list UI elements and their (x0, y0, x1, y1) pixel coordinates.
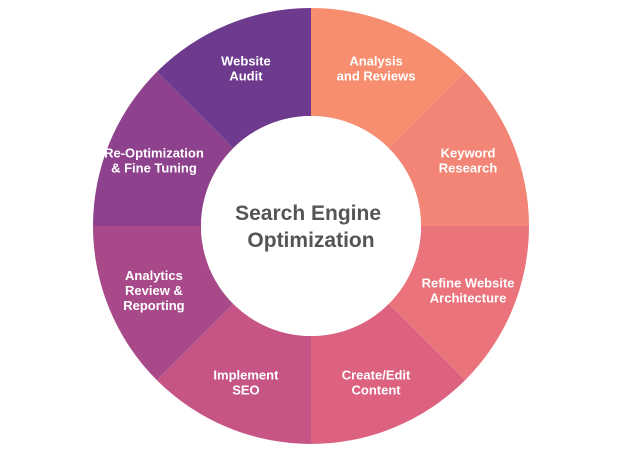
segment-label-1-line-1: Analysis (349, 53, 402, 68)
ring-segment-8 (156, 8, 311, 149)
segment-label-2-line-1: Keyword (441, 145, 496, 160)
segment-label-7-line-1: Re-Optimization (104, 145, 204, 160)
ring-segment-5 (156, 303, 311, 444)
center-title: Search Engine Optimization (235, 202, 387, 252)
segment-label-4-line-1: Create/Edit (342, 368, 411, 383)
ring-segment-7 (93, 71, 234, 226)
segment-label-5-line-1: Implement (213, 368, 279, 383)
segment-label-8-line-2: Audit (229, 68, 263, 83)
ring-segment-1 (311, 8, 466, 149)
segment-label-8-line-1: Website (221, 53, 271, 68)
segment-label-6-line-1: Analytics (125, 268, 183, 283)
segment-label-6-line-2: Review & (125, 283, 183, 298)
center-title-line-2: Optimization (247, 229, 374, 252)
segment-label-7: Re-Optimization& Fine Tuning (104, 145, 204, 175)
center-title-line-1: Search Engine (235, 202, 381, 225)
segment-label-5-line-2: SEO (232, 383, 259, 398)
segment-label-3-line-1: Refine Website (422, 276, 515, 291)
ring-segment-2 (388, 71, 529, 226)
segment-label-3-line-2: Architecture (430, 291, 507, 306)
center-circle (201, 116, 421, 336)
ring-segment-3 (388, 226, 529, 381)
segment-label-7-line-2: & Fine Tuning (111, 160, 197, 175)
segment-label-4-line-2: Content (352, 383, 402, 398)
segment-label-1-line-2: and Reviews (337, 68, 416, 83)
ring-segment-6 (93, 226, 234, 381)
ring-segment-4 (311, 303, 466, 444)
segment-label-6-line-3: Reporting (123, 298, 184, 313)
segment-label-2-line-2: Research (439, 160, 498, 175)
